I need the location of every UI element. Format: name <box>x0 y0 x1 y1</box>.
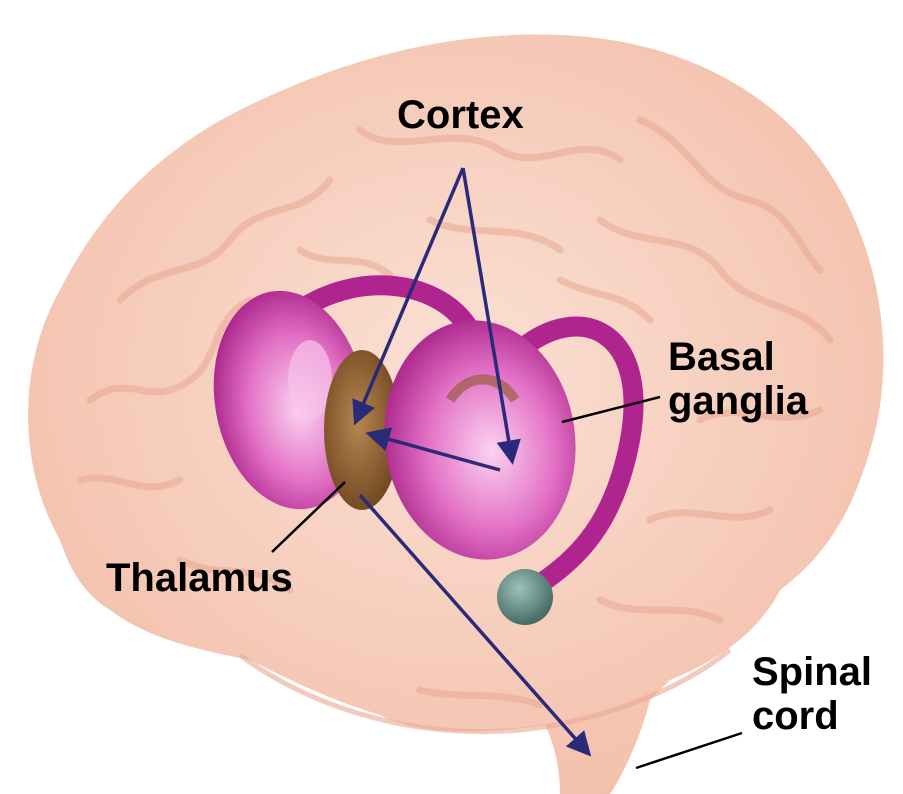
spinal-cord-label-line-1: Spinal <box>752 650 872 694</box>
spinal-cord-label-line-2: cord <box>752 694 872 738</box>
nucleus-sphere <box>497 569 553 625</box>
basal-ganglia-label-line-2: ganglia <box>668 379 808 423</box>
basal-ganglia-label-line-1: Basal <box>668 335 808 379</box>
thalamus-label: Thalamus <box>106 556 293 600</box>
cortex-label: Cortex <box>397 93 524 137</box>
basal-ganglia-label: Basal ganglia <box>668 335 808 423</box>
spinal-cord-label: Spinal cord <box>752 650 872 738</box>
spinal-cord-leader-line <box>636 733 742 768</box>
